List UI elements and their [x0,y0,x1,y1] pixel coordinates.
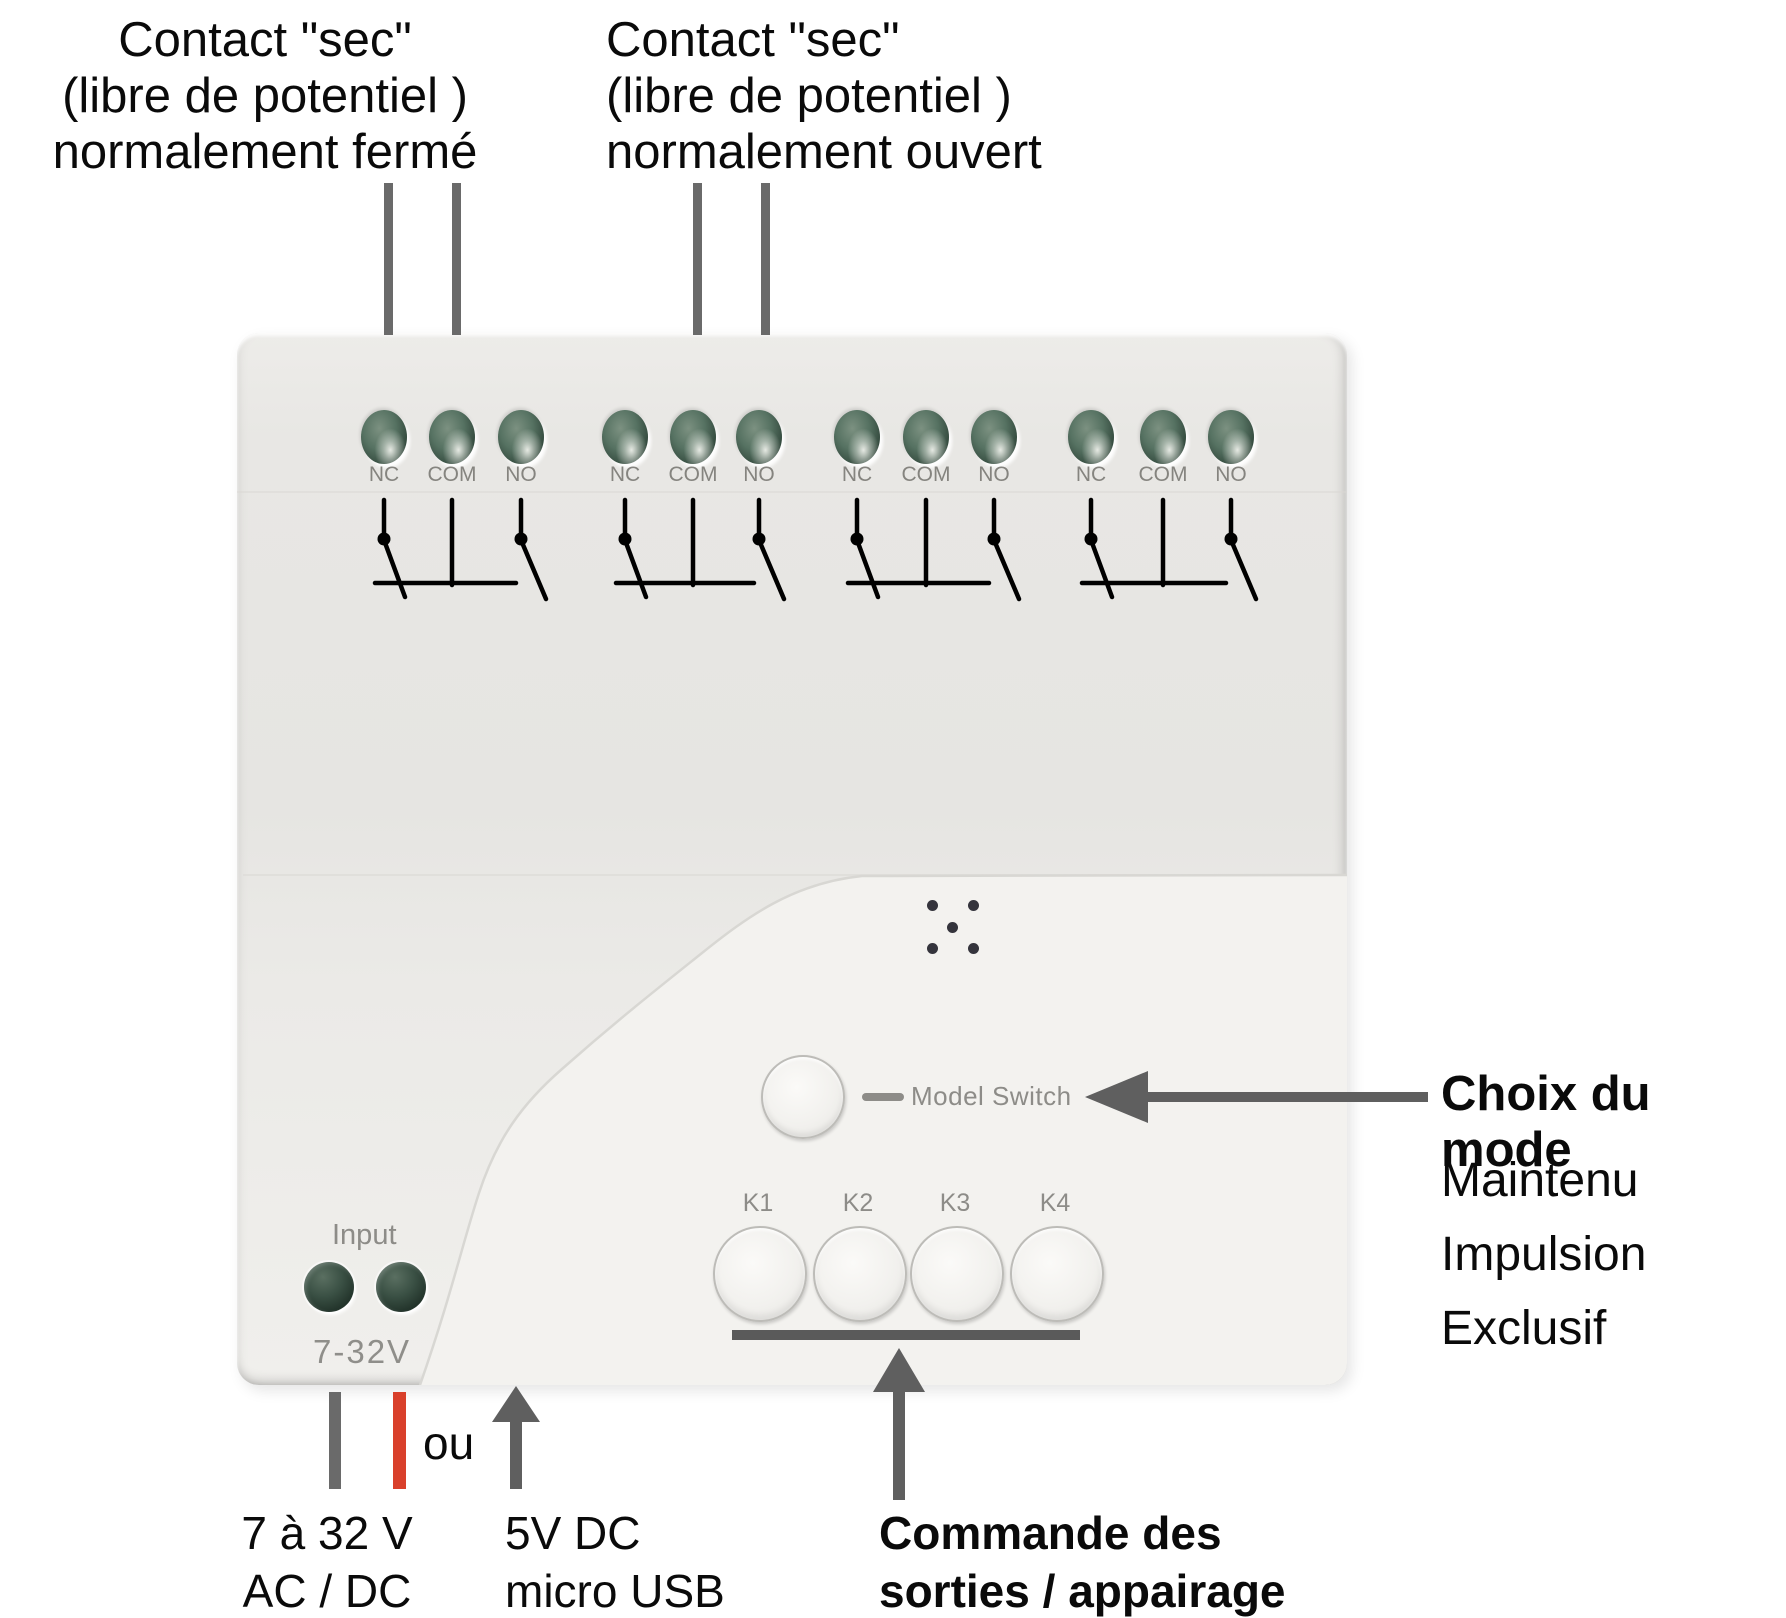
terminal-label: COM [901,463,951,486]
terminal-label: NO [1215,463,1247,486]
annotation-contact-normally-closed: Contact "sec"(libre de potentiel )normal… [35,12,495,180]
screw-terminal [1068,410,1114,464]
button-label: K4 [1039,1189,1071,1217]
power-annotation: 7 à 32 V AC / DC [232,1504,422,1618]
input-terminal [376,1262,426,1312]
terminal-label: NO [505,463,537,486]
button-row-underline [732,1330,1080,1340]
text-line: Commande des [879,1507,1222,1559]
button-label: K1 [742,1189,774,1217]
model-switch-button[interactable] [761,1055,845,1139]
power-wire-gray [329,1392,341,1489]
screw-terminal [1140,410,1186,464]
mode-annotation-title: Choix du mode [1441,1067,1651,1177]
text-line: sorties / appairage [879,1565,1286,1617]
text-line: micro USB [505,1565,725,1617]
usb-annotation: 5V DC micro USB [505,1504,725,1618]
vent-hole [927,900,938,911]
input-label: Input [332,1219,397,1251]
vent-hole [968,900,979,911]
button-label: K3 [939,1189,971,1217]
screw-terminal [361,410,407,464]
screw-terminal [670,410,716,464]
terminal-label: NC [841,463,873,486]
text-line: (libre de potentiel ) [62,69,468,123]
input-terminal [304,1262,354,1312]
screw-terminal [736,410,782,464]
text-line: 7 à 32 V [241,1507,413,1559]
screw-terminal [602,410,648,464]
vent-hole [947,922,958,933]
text-line: Maintenu [1441,1154,1639,1207]
button-label: K2 [842,1189,874,1217]
model-switch-label: Model Switch [911,1081,1072,1111]
screw-terminal [498,410,544,464]
terminal-label: NC [609,463,641,486]
terminal-label: COM [668,463,718,486]
text-line: 5V DC [505,1507,641,1559]
outputs-annotation: Commande des sorties / appairage [879,1504,1286,1618]
terminal-pointer-lines [384,183,770,335]
screw-terminal [903,410,949,464]
text-line: (libre de potentiel ) [606,69,1012,123]
screw-terminal [971,410,1017,464]
text-line: normalement ouvert [606,125,1042,179]
vent-hole [968,943,979,954]
text-line: Exclusif [1441,1302,1607,1355]
terminal-label: COM [427,463,477,486]
output-button-k3[interactable] [910,1226,1004,1322]
output-button-k4[interactable] [1010,1226,1104,1322]
power-wire-red [393,1392,406,1489]
usb-up-arrow-icon [492,1386,540,1489]
annotation-contact-normally-open: Contact "sec"(libre de potentiel )normal… [606,12,1042,180]
vent-hole [927,943,938,954]
text-line: normalement fermé [52,125,478,179]
model-switch-dash [862,1093,904,1101]
text-line: Contact "sec" [606,13,900,67]
or-label: ou [423,1417,475,1469]
screw-terminal [1208,410,1254,464]
terminal-label: NC [1075,463,1107,486]
text-line: AC / DC [242,1565,412,1617]
terminal-label: NO [978,463,1010,486]
terminal-label: COM [1138,463,1188,486]
terminal-label: NO [743,463,775,486]
screw-terminal [429,410,475,464]
output-button-k2[interactable] [813,1226,907,1322]
terminal-label: NC [368,463,400,486]
case-artwork [237,491,1347,1385]
device-body: NC COM NO NC COM NO NC COM NO NC COM NO Model Switc… [237,333,1347,1385]
text-line: Impulsion [1441,1228,1647,1281]
screw-terminal [834,410,880,464]
text-line: Contact "sec" [118,13,412,67]
input-voltage-label: 7-32V [313,1333,412,1370]
output-button-k1[interactable] [713,1226,807,1322]
